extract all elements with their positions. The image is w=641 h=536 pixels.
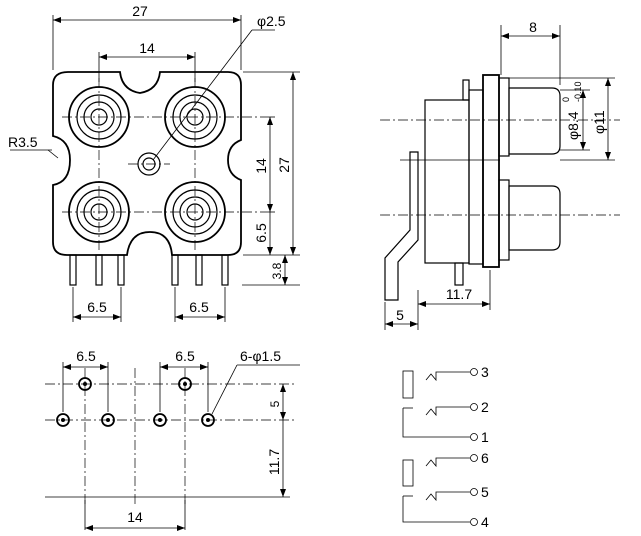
dim-side-base: 5 bbox=[396, 307, 404, 323]
pin-label-2: 2 bbox=[481, 399, 489, 415]
hole-label: 6-φ1.5 bbox=[240, 348, 281, 364]
dim-pin-length: 3.8 bbox=[270, 262, 284, 279]
dim-front-width: 27 bbox=[132, 3, 148, 19]
dim-plug-length: 8 bbox=[529, 19, 537, 35]
dim-vertical-spacing: 14 bbox=[253, 158, 269, 174]
side-view: 8 φ8.4 0 -0.10 φ11 5 11.7 bbox=[380, 19, 620, 330]
pin-label-1: 1 bbox=[481, 429, 489, 445]
pin-label-5: 5 bbox=[481, 484, 489, 500]
tolerance-lower: -0.10 bbox=[573, 81, 583, 102]
dim-row-offset: 5 bbox=[268, 400, 282, 407]
front-body-outline bbox=[52, 71, 242, 256]
pin-schematic: 3 2 1 6 5 4 bbox=[402, 364, 489, 530]
dim-footprint-depth: 11.7 bbox=[266, 449, 282, 475]
dim-footprint-spacing: 14 bbox=[127, 509, 143, 525]
dim-outer-diameter: φ11 bbox=[591, 110, 607, 134]
dim-inner-diameter: φ8.4 bbox=[565, 111, 581, 140]
front-view: 27 14 φ2.5 R3.5 27 14 6.5 bbox=[8, 3, 300, 322]
dim-lower: 6.5 bbox=[253, 223, 269, 243]
dim-hole-diameter: φ2.5 bbox=[257, 13, 286, 29]
dim-pitch-left: 6.5 bbox=[76, 348, 96, 364]
dim-pitch-right: 6.5 bbox=[175, 348, 195, 364]
dim-front-height: 27 bbox=[276, 157, 292, 173]
front-pins bbox=[69, 254, 229, 286]
dim-pin-right: 6.5 bbox=[189, 299, 209, 315]
pin-label-3: 3 bbox=[481, 364, 489, 380]
dim-corner-radius: R3.5 bbox=[8, 134, 38, 150]
footprint-holes bbox=[56, 377, 215, 427]
pin-label-4: 4 bbox=[481, 514, 489, 530]
pcb-footprint: 6.5 6.5 6-φ1.5 5 11.7 14 bbox=[45, 348, 300, 531]
dim-side-depth: 11.7 bbox=[446, 286, 472, 302]
tolerance-upper: 0 bbox=[561, 97, 571, 102]
dim-jack-spacing: 14 bbox=[139, 40, 155, 56]
pin-label-6: 6 bbox=[481, 450, 489, 466]
dim-pin-left: 6.5 bbox=[87, 299, 107, 315]
